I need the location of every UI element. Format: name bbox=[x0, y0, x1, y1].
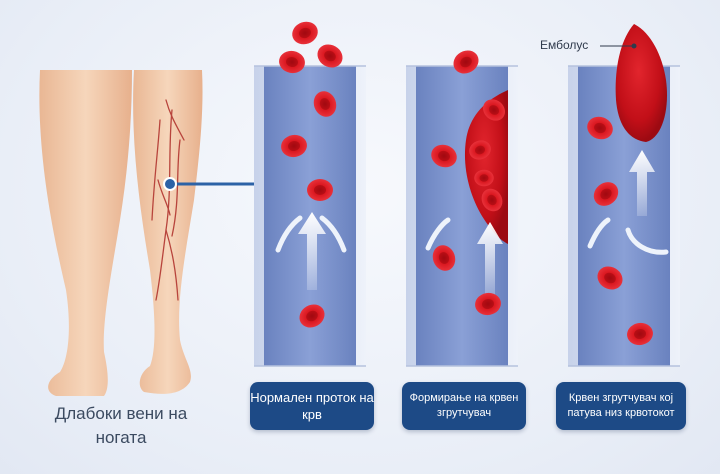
blood-cell bbox=[289, 18, 321, 48]
legs-illustration bbox=[39, 70, 203, 396]
valve-left bbox=[425, 217, 451, 251]
valve-right-closed bbox=[625, 227, 669, 255]
embolus-label: Емболус bbox=[540, 38, 589, 52]
embolus-pointer-dot bbox=[631, 43, 637, 49]
label-clot-forming: Формирање на крвен згрутчувач bbox=[402, 382, 526, 430]
flow-arrow bbox=[298, 212, 326, 290]
label-clot-traveling-text: Крвен згрутчувач кој патува низ крвотоко… bbox=[567, 392, 675, 419]
valve-left bbox=[587, 217, 611, 249]
flow-arrow bbox=[629, 150, 655, 216]
label-clot-forming-text: Формирање на крвен згрутчувач bbox=[409, 392, 519, 419]
label-clot-traveling: Крвен згрутчувач кој патува низ крвотоко… bbox=[556, 382, 686, 430]
vessel-forming-clot bbox=[406, 45, 518, 367]
blood-cell bbox=[307, 179, 333, 201]
valve-right bbox=[319, 215, 347, 253]
leg-caption: Длабоки вени на ногата bbox=[54, 404, 188, 447]
left-leg bbox=[39, 70, 132, 396]
label-normal-flow: Нормален проток на крв bbox=[250, 382, 374, 430]
label-normal-flow-text: Нормален проток на крв bbox=[250, 390, 374, 422]
vessel-normal bbox=[254, 18, 366, 367]
vessel-embolus bbox=[568, 24, 680, 367]
leg-veins bbox=[151, 99, 185, 301]
flow-arrow bbox=[477, 222, 503, 298]
pointer-dot bbox=[163, 177, 177, 191]
right-leg bbox=[133, 70, 203, 394]
embolus-clot bbox=[615, 24, 668, 142]
blood-cell bbox=[474, 169, 494, 187]
valve-left bbox=[275, 215, 303, 253]
